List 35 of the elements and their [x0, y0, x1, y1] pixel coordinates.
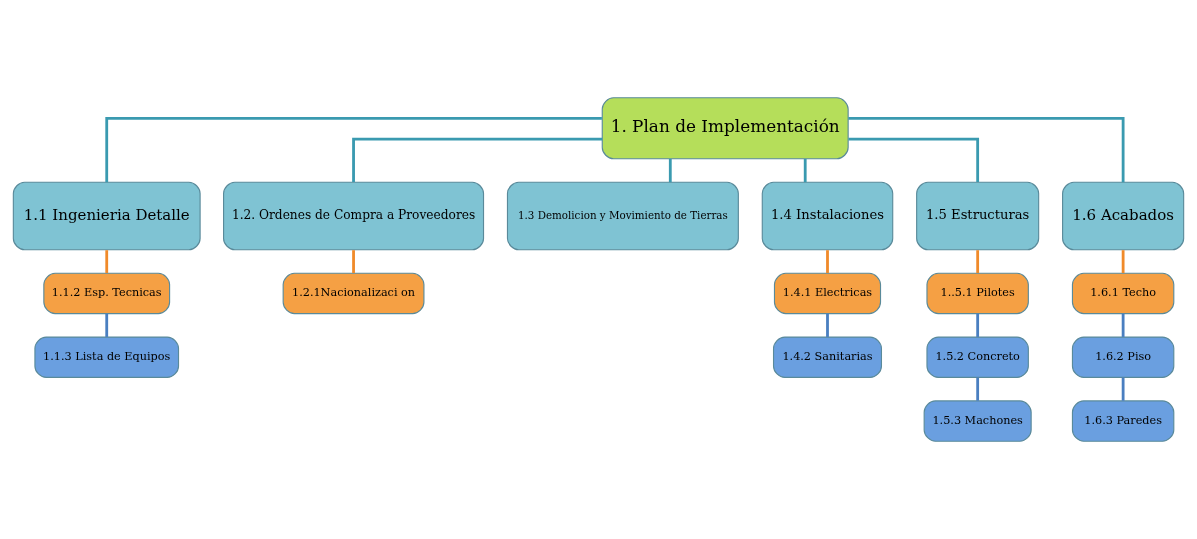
node-box: 1.2.1Nacionalizaci on [282, 272, 425, 315]
node-box: 1.2. Ordenes de Compra a Proveedores [223, 181, 485, 251]
node-box: 1.1.2 Esp. Tecnicas [43, 272, 171, 315]
node-box: 1.6.3 Paredes [1071, 400, 1175, 442]
node-box: 1.6 Acabados [1062, 181, 1185, 251]
connector [848, 117, 1125, 183]
connector [105, 250, 109, 273]
connector [826, 250, 829, 273]
connector [826, 313, 829, 337]
connector [105, 313, 109, 337]
node-box: 1.5 Estructuras [916, 181, 1040, 251]
connector [668, 158, 672, 183]
node-box: 1.5.3 Machones [923, 400, 1032, 442]
node-box: 1.3 Demolicion y Movimiento de Tierras [506, 181, 739, 251]
connector [976, 250, 980, 273]
connector [1121, 250, 1125, 273]
connector [1121, 313, 1125, 337]
node-box: 1.6.1 Techo [1071, 272, 1175, 315]
node-box: 1.5.2 Concreto [926, 336, 1029, 378]
connector [352, 137, 603, 182]
node-box: 1.4 Instalaciones [761, 181, 894, 251]
node-box: 1.4.1 Electricas [773, 272, 882, 315]
node-box: 1.4.2 Sanitarias [772, 336, 883, 378]
node-box: 1.6.2 Piso [1071, 336, 1175, 378]
connector [352, 250, 355, 273]
connector [976, 313, 980, 337]
connector [803, 158, 807, 183]
node-box: 1.1.3 Lista de Equipos [34, 336, 180, 378]
node-box: 1. Plan de Implementación [601, 97, 849, 160]
connector [1121, 377, 1125, 401]
node-box: 1..5.1 Pilotes [926, 272, 1029, 315]
connector [105, 117, 602, 183]
connector [976, 377, 980, 401]
node-box: 1.1 Ingenieria Detalle [12, 181, 201, 251]
connector [848, 137, 980, 182]
